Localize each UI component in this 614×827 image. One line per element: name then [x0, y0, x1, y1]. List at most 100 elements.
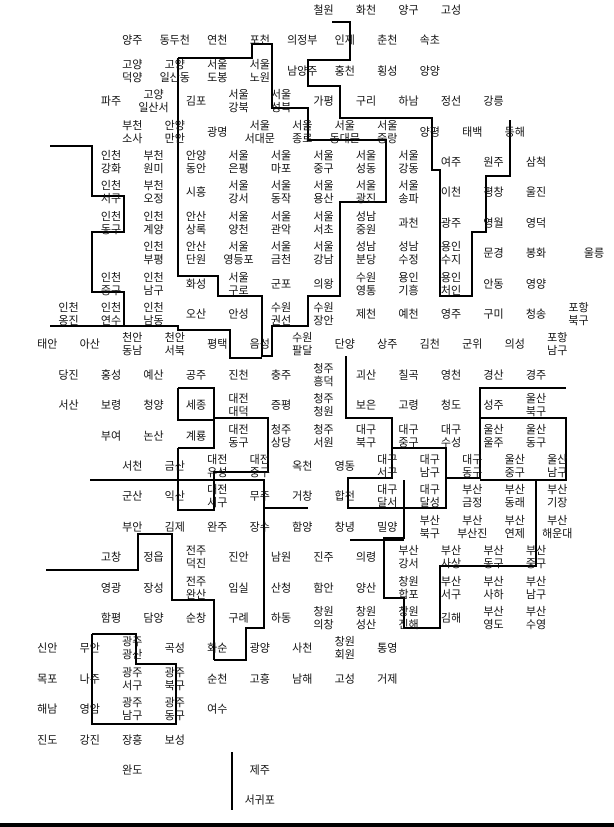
- region-cell: 강릉: [483, 94, 504, 108]
- region-cell: 계룡: [185, 429, 207, 443]
- region-cell: 파주: [100, 94, 122, 108]
- region-cell: 상주: [377, 337, 398, 351]
- region-cell: 정선: [440, 94, 462, 108]
- region-cell: 고령: [398, 398, 419, 412]
- region-cell: 화천: [355, 3, 377, 17]
- region-cell: 통영: [377, 641, 398, 655]
- region-cell: 수원 권선: [270, 301, 292, 327]
- region-cell: 용인 수지: [440, 240, 462, 267]
- region-cell: 경주: [525, 368, 547, 382]
- region-cell: 서울 양천: [228, 209, 249, 236]
- region-cell: 전주 덕진: [185, 544, 207, 571]
- region-cell: 장성: [143, 581, 164, 595]
- region-cell: 광주: [440, 216, 462, 230]
- region-cell: 대전 대덕: [228, 392, 249, 419]
- region-cell: 부산 동래: [504, 483, 525, 510]
- region-cell: 울릉: [583, 246, 605, 260]
- region-cell: 인천 남구: [143, 270, 164, 297]
- region-cell: 창원 의창: [313, 605, 334, 631]
- region-cell: 동해: [504, 125, 525, 139]
- region-cell: 청주 청원: [313, 392, 334, 419]
- region-cell: 의령: [355, 550, 377, 564]
- region-cell: 횡성: [377, 64, 398, 78]
- region-cell: 서울 중랑: [377, 118, 398, 145]
- region-cell: 함평: [100, 611, 122, 625]
- region-cell: 대구 달서: [377, 483, 398, 510]
- region-cell: 고성: [440, 3, 462, 17]
- region-cell: 광주 북구: [164, 665, 185, 692]
- region-cell: 성주: [483, 398, 504, 412]
- region-cell: 부천 소사: [122, 118, 143, 145]
- region-cell: 광주 남구: [122, 696, 143, 723]
- region-cell: 대구 남구: [419, 453, 440, 479]
- region-cell: 부산 기장: [547, 483, 568, 510]
- region-cell: 홍천: [334, 64, 355, 78]
- region-cell: 인천 옹진: [58, 301, 79, 327]
- region-cell: 고양 덕양: [122, 57, 143, 84]
- region-cell: 당진: [58, 368, 79, 382]
- boundary-jeonbuk-jeonnam: [46, 533, 215, 660]
- region-cell: 진도: [37, 733, 58, 747]
- region-cell: 산청: [270, 581, 292, 595]
- region-cell: 함양: [292, 520, 313, 534]
- region-cell: 인천 남동: [143, 301, 164, 327]
- region-cell: 태백: [462, 125, 483, 139]
- region-cell: 보령: [100, 398, 122, 412]
- region-cell: 서울 관악: [270, 209, 292, 236]
- region-cell: 서울 성북: [270, 88, 292, 115]
- region-cell: 부산 부산진: [457, 513, 488, 540]
- region-cell: 안동: [483, 277, 504, 291]
- region-cell: 창원 합포: [398, 574, 419, 601]
- region-cell: 성남 중원: [355, 209, 377, 236]
- region-cell: 수원 팔달: [292, 331, 313, 358]
- region-cell: 밀양: [377, 520, 398, 534]
- region-cell: 의정부: [287, 33, 318, 47]
- region-cell: 속초: [419, 33, 440, 47]
- region-cell: 구미: [483, 307, 504, 321]
- region-cell: 서울 금천: [270, 240, 292, 267]
- region-cell: 광주 동구: [164, 696, 185, 723]
- region-cell: 서울 동대문: [329, 118, 360, 145]
- region-cell: 보은: [355, 398, 377, 412]
- region-cell: 인제: [334, 33, 355, 47]
- region-cell: 대전 동구: [228, 422, 249, 449]
- region-cell: 부산 사상: [440, 544, 462, 571]
- region-cell: 서울 구로: [228, 270, 249, 297]
- region-cell: 울산 동구: [525, 422, 547, 449]
- region-cell: 경산: [483, 368, 504, 382]
- region-cell: 용인 기흥: [398, 270, 419, 297]
- region-cell: 곡성: [164, 641, 185, 655]
- region-cell: 부산 중구: [525, 544, 547, 571]
- region-cell: 예산: [143, 368, 164, 382]
- region-cell: 군산: [122, 489, 143, 503]
- region-cell: 금산: [164, 459, 185, 473]
- region-cell: 서울 마포: [270, 149, 292, 175]
- region-cell: 포천: [249, 33, 270, 47]
- boundary-daejeon: [177, 417, 269, 511]
- region-cell: 남양주: [287, 64, 318, 78]
- region-cell: 광주 서구: [122, 665, 143, 692]
- region-cell: 김포: [185, 94, 207, 108]
- boundary-incheon: [50, 145, 125, 327]
- region-cell: 인천 계양: [143, 209, 164, 236]
- region-cell: 포항 남구: [547, 331, 568, 358]
- region-cell: 울산 북구: [525, 392, 547, 419]
- region-cell: 부산 수영: [525, 605, 547, 631]
- boundary-seoul: [177, 43, 387, 357]
- region-cell: 창원 진해: [398, 605, 419, 631]
- region-cell: 영덕: [525, 216, 547, 230]
- region-cell: 보성: [164, 733, 185, 747]
- region-cell: 단양: [334, 337, 355, 351]
- region-cell: 남원: [270, 550, 292, 564]
- region-cell: 가평: [313, 94, 334, 108]
- region-cell: 홍성: [100, 368, 122, 382]
- region-cell: 부산 연제: [504, 513, 525, 540]
- region-cell: 안양 만안: [164, 118, 185, 145]
- region-cell: 서울 도봉: [207, 57, 228, 84]
- region-cell: 천안 서북: [164, 331, 185, 358]
- region-cell: 평택: [207, 337, 228, 351]
- region-cell: 양평: [419, 125, 440, 139]
- region-cell: 서산: [58, 398, 79, 412]
